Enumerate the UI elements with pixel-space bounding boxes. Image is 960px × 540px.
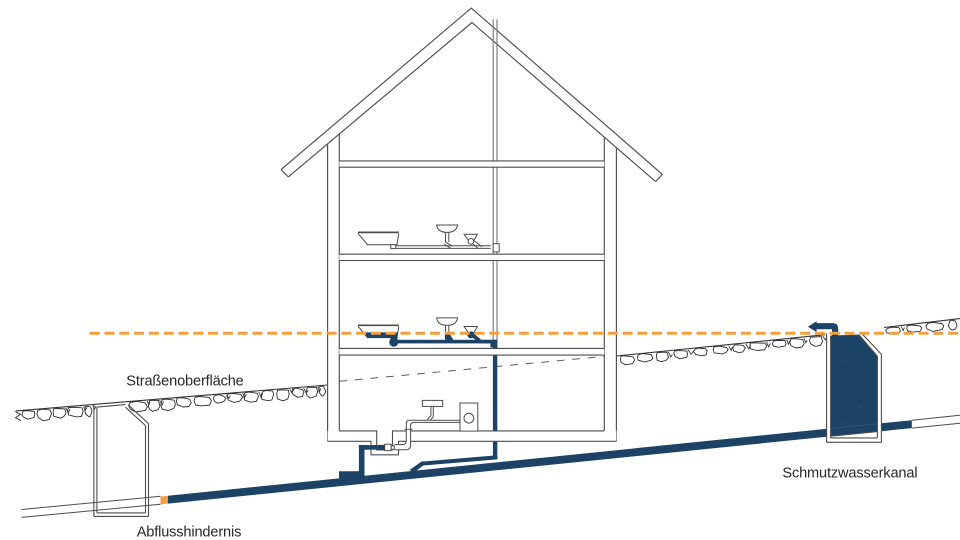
svg-text:Straßenoberfläche: Straßenoberfläche [126,373,243,389]
svg-text:Schmutzwasserkanal: Schmutzwasserkanal [782,465,917,481]
svg-text:Abflusshindernis: Abflusshindernis [137,525,242,540]
